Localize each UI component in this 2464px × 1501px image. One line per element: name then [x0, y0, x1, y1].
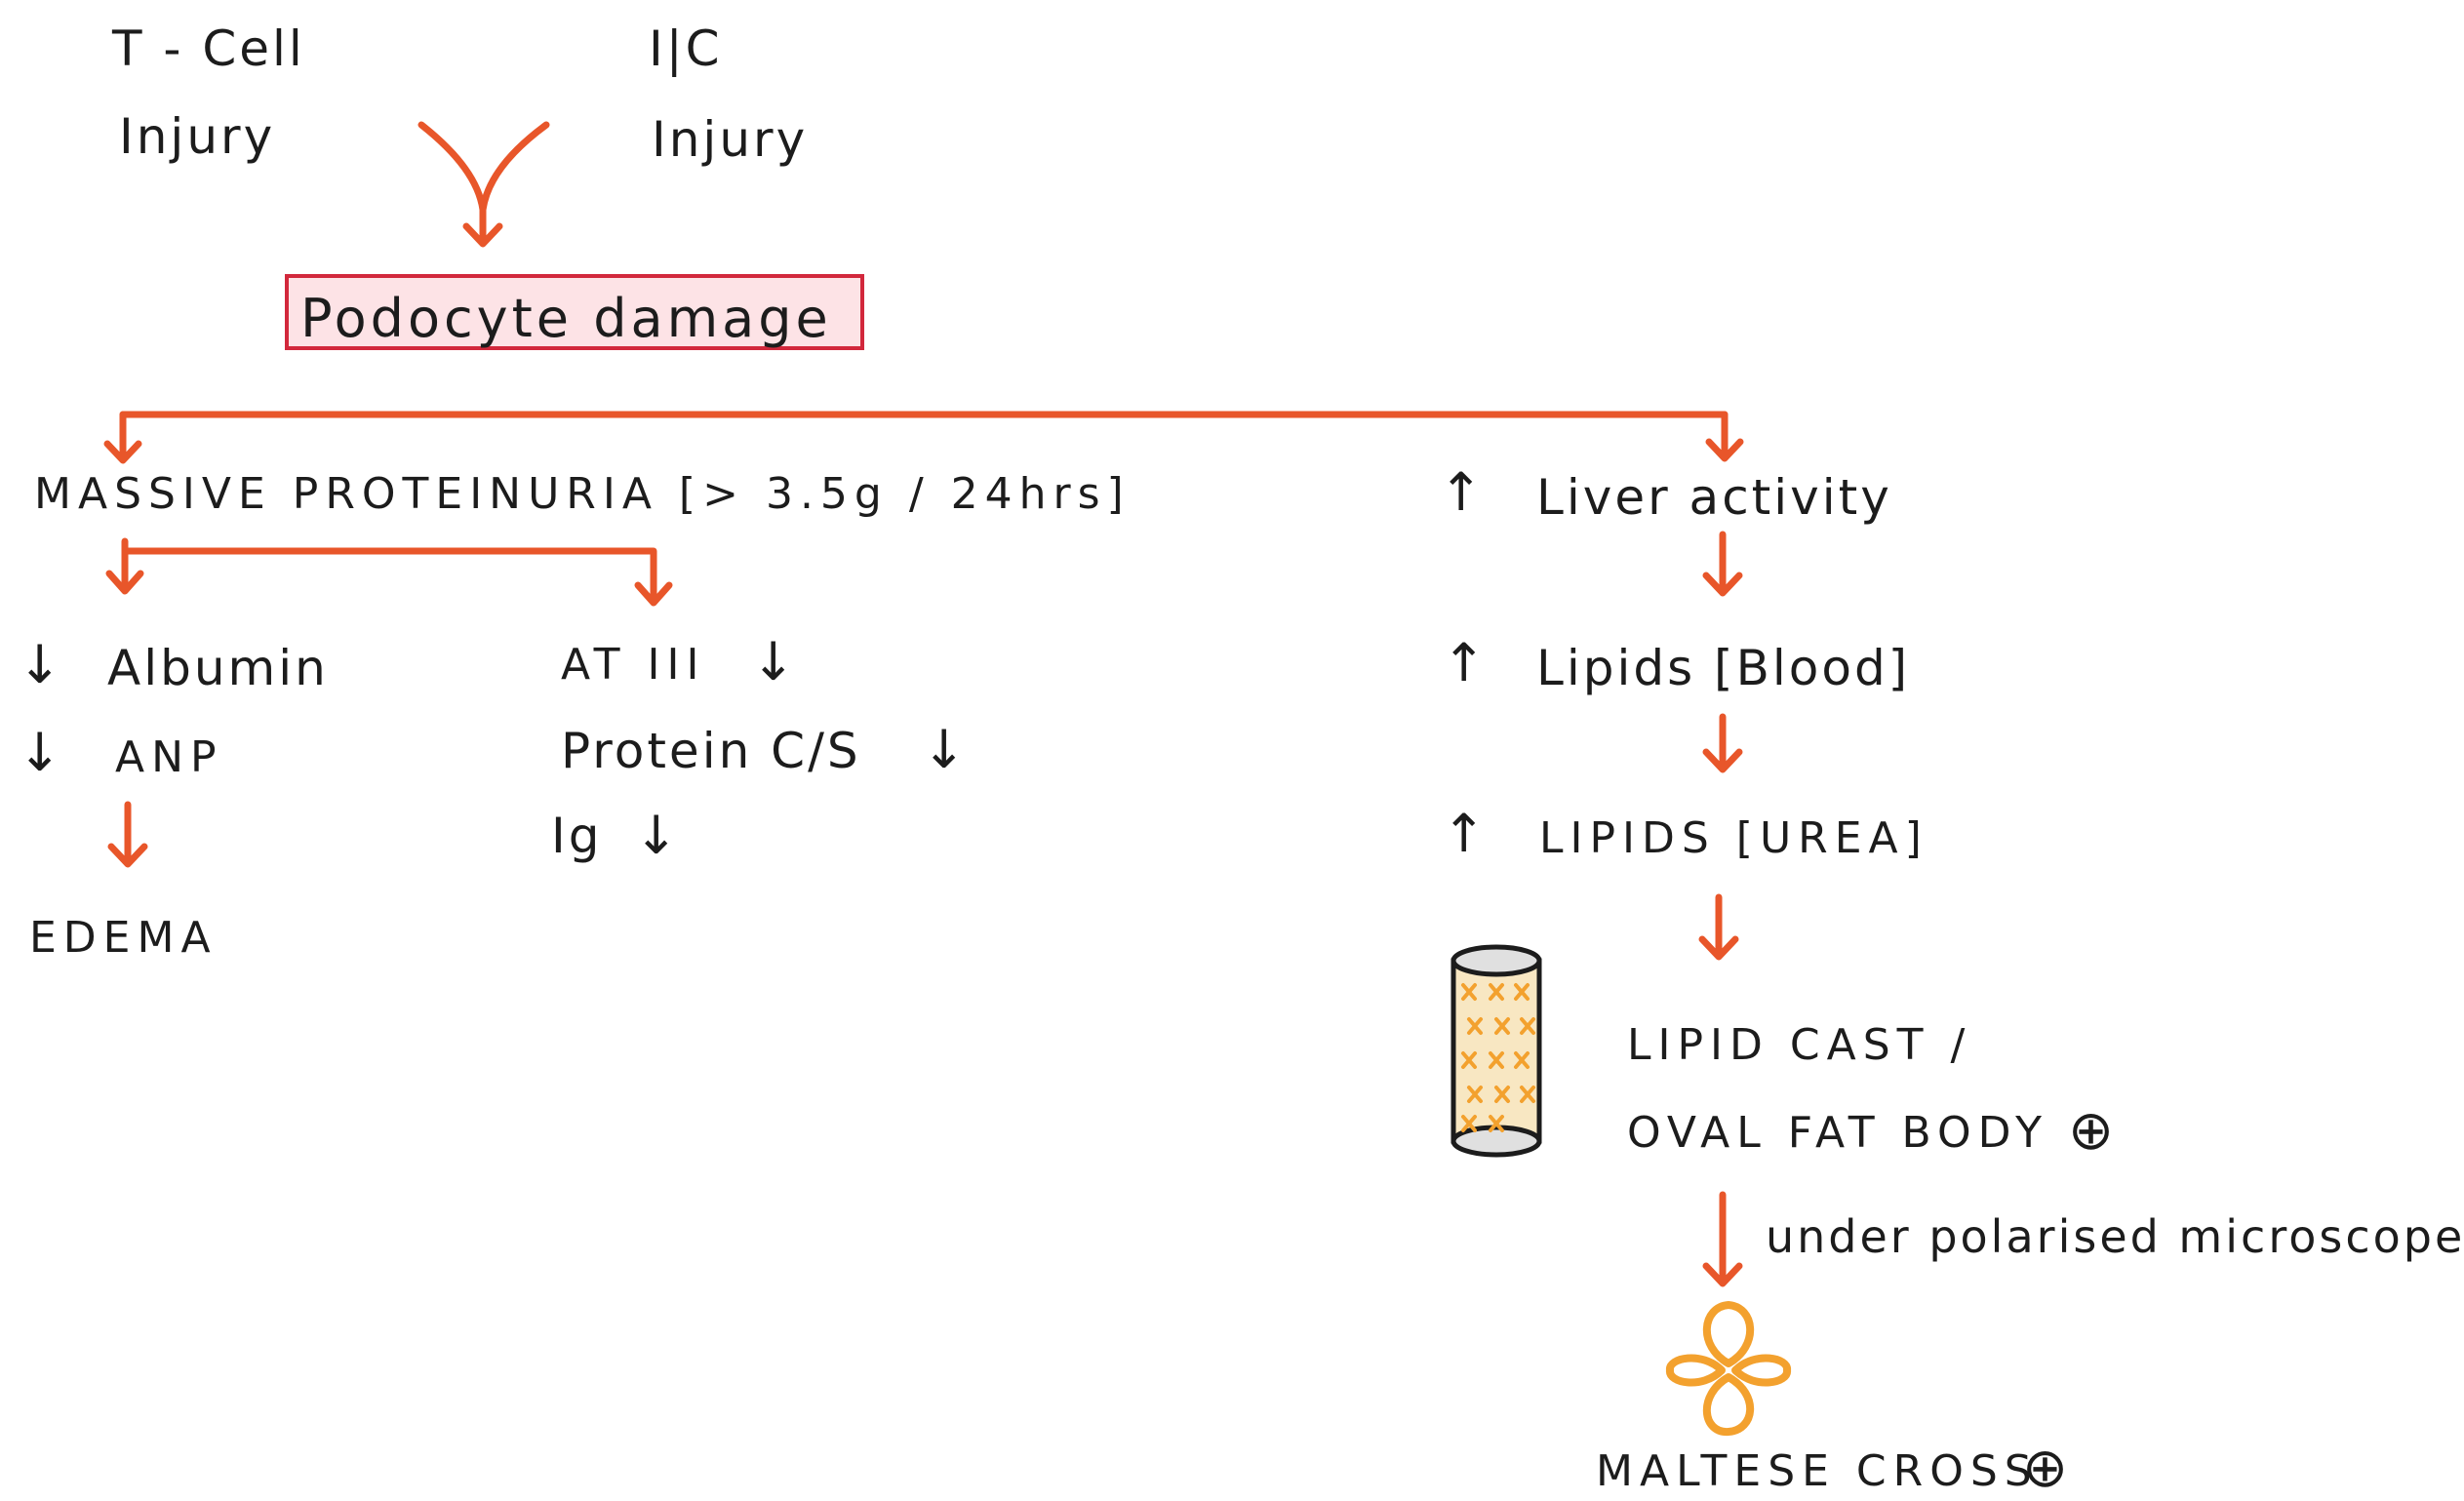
- up-arrow-icon: ↑: [1442, 803, 1487, 864]
- positive-icon: ⊕: [2068, 1099, 2117, 1163]
- down-arrow-icon: ↓: [18, 634, 62, 695]
- anp-label: ANP: [115, 732, 223, 782]
- ic-label: I|C: [649, 20, 723, 77]
- maltese-cross-drawing: [1666, 1301, 1791, 1436]
- podocyte-damage-label: Podocyte damage: [300, 288, 832, 349]
- down-arrow-icon: ↓: [634, 805, 679, 866]
- down-arrow-icon: ↓: [751, 631, 796, 692]
- liver-activity-label: Liver activity: [1536, 469, 1892, 526]
- lipid-cast-label: LIPID CAST /: [1627, 1020, 1972, 1070]
- up-arrow-icon: ↑: [1442, 632, 1487, 693]
- lipids-blood-label: Lipids [Blood]: [1536, 640, 1911, 696]
- at3-label: AT III: [561, 640, 706, 690]
- merge-arrow: [417, 121, 550, 243]
- t-cell-injury-label: Injury: [119, 108, 276, 165]
- ic-injury-label: Injury: [652, 111, 809, 168]
- edema-label: EDEMA: [29, 913, 218, 963]
- oval-fat-body-label: OVAL FAT BODY: [1627, 1108, 2048, 1158]
- lipids-urea-label: LIPIDS [UREA]: [1539, 813, 1928, 863]
- proteinuria-label: MASSIVE PROTEINURIA [> 3.5g / 24hrs]: [34, 469, 1131, 519]
- ig-label: Ig: [551, 808, 603, 864]
- down-arrow-icon: ↓: [18, 722, 62, 783]
- lipid-cast-drawing: [1451, 944, 1542, 1158]
- t-cell-label: T - Cell: [112, 20, 305, 77]
- up-arrow-icon: ↑: [1439, 461, 1484, 523]
- maltese-cross-label: MALTESE CROSS: [1596, 1446, 2039, 1496]
- down-arrow-icon: ↓: [922, 719, 967, 780]
- positive-icon: ⊕: [2022, 1437, 2071, 1500]
- albumin-label: Albumin: [107, 640, 329, 696]
- polarised-microscope-label: under polarised microscope: [1766, 1210, 2464, 1263]
- protein-cs-label: Protein C/S: [561, 723, 861, 779]
- podocyte-damage-box: Podocyte damage: [285, 274, 864, 350]
